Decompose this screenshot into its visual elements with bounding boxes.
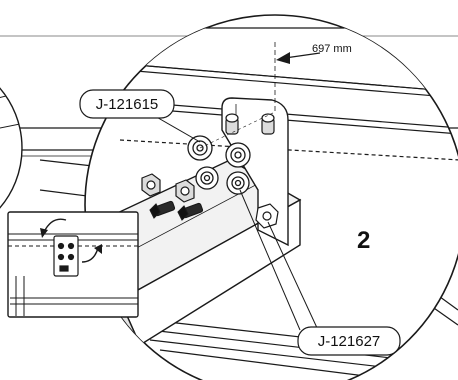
washer-3 — [195, 166, 219, 190]
leader-line-bottom-2 — [239, 189, 301, 331]
washer-2 — [225, 142, 251, 168]
callout-label-bottom: J-121627 — [318, 333, 381, 350]
detail-circle — [84, 14, 458, 380]
dimension-label: 697 mm — [312, 43, 352, 55]
leader-line-top — [152, 114, 201, 143]
callout-top-part: J-121615 — [79, 89, 201, 143]
leader-line-bottom — [267, 221, 319, 331]
washer-4 — [226, 171, 250, 195]
callout-box-bottom — [297, 326, 401, 356]
curved-arrow-icon — [40, 218, 102, 263]
bolt-upper-left — [225, 113, 239, 135]
callout-box-top — [79, 89, 175, 119]
inset-bracket — [53, 235, 79, 277]
step-number: 2 — [357, 227, 370, 254]
threaded-bolt-1 — [149, 200, 176, 219]
dimension-indicator: 697 mm — [276, 43, 352, 64]
callout-label-top: J-121615 — [96, 96, 159, 113]
alignment-line — [199, 111, 276, 149]
hex-nut-1 — [141, 173, 161, 197]
nut-side — [255, 203, 279, 229]
inset-base — [10, 276, 138, 316]
threaded-bolts — [149, 200, 204, 221]
dimension-line — [284, 52, 321, 59]
bolt-upper-right — [261, 113, 275, 135]
threaded-bolt-2 — [177, 202, 204, 221]
inset-detail — [7, 211, 139, 318]
bracket-bolts — [225, 113, 279, 229]
hex-nuts — [141, 173, 195, 203]
hex-nut-2 — [175, 179, 195, 203]
washer-group — [187, 135, 251, 195]
callout-bottom-part: J-121627 — [239, 189, 401, 356]
arrow-left-icon — [276, 52, 290, 64]
